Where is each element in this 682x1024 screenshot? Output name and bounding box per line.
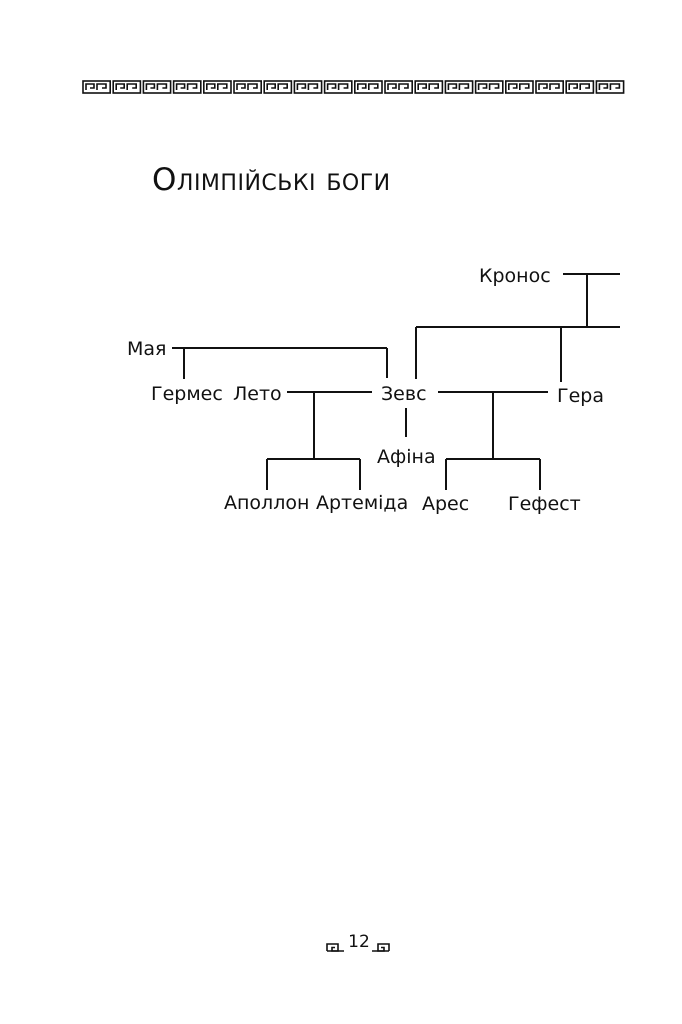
page-number: 12	[348, 932, 370, 952]
page-title: Олімпійські боги	[152, 162, 391, 198]
name-zeus: Зевс	[381, 383, 427, 405]
name-kronos: Кронос	[479, 265, 551, 287]
name-ares: Арес	[422, 493, 469, 515]
name-hera: Гера	[557, 385, 604, 407]
name-leto: Лето	[233, 383, 282, 405]
name-hermes: Гермес	[151, 383, 223, 405]
name-athena: Афіна	[377, 446, 436, 468]
name-maia: Мая	[127, 338, 166, 360]
greek-key-footer-ornament	[326, 943, 390, 952]
name-hephaestus: Гефест	[508, 493, 581, 515]
greek-key-border	[82, 80, 625, 94]
name-apollo: Аполлон	[224, 492, 309, 514]
name-artemis: Артеміда	[316, 492, 408, 514]
